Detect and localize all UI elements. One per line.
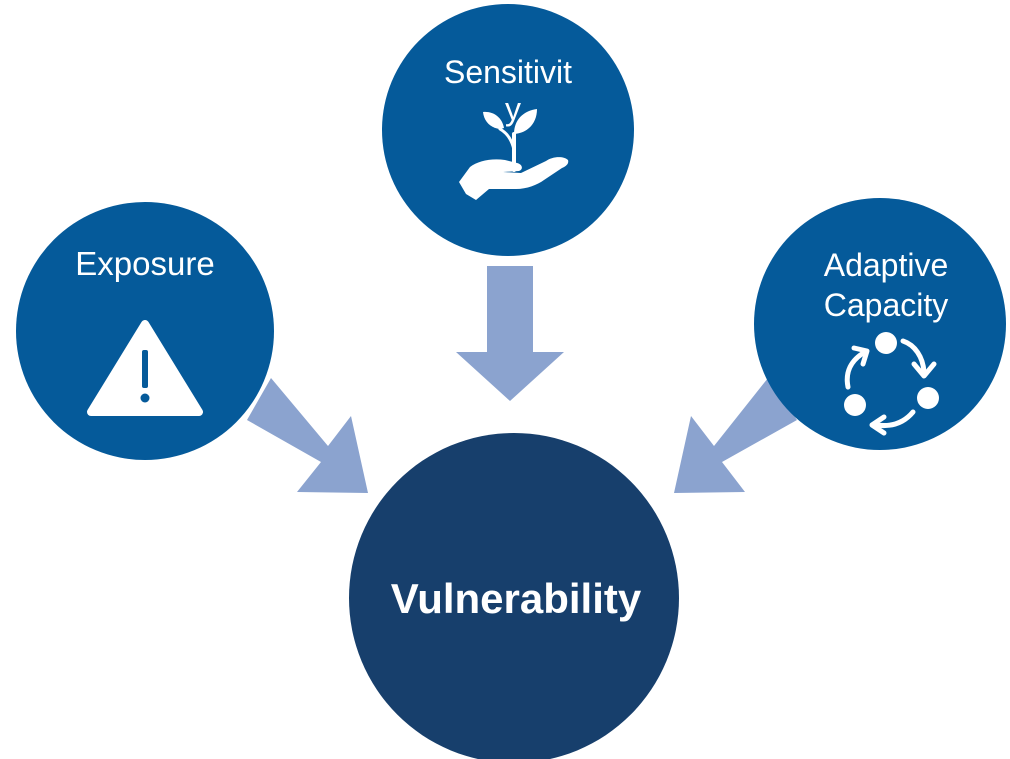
cycle-icon [844, 332, 939, 436]
adaptive-capacity-label-line2: Capacity [824, 287, 949, 323]
arrow-adaptive-to-vulnerability [674, 378, 797, 493]
vulnerability-circle [349, 433, 679, 759]
sensitivity-label-line1: Sensitivit [444, 54, 572, 90]
exposure-label: Exposure [75, 245, 214, 282]
arrow-exposure-to-vulnerability [247, 378, 368, 493]
adaptive-capacity-label-line1: Adaptive [824, 247, 949, 283]
plant-in-hand-icon [459, 109, 569, 200]
sensitivity-label-line2: y [505, 91, 521, 127]
arrow-sensitivity-to-vulnerability [456, 266, 564, 401]
vulnerability-label: Vulnerability [391, 575, 642, 622]
sensitivity-circle [382, 4, 634, 256]
warning-triangle-icon [87, 320, 203, 416]
adaptive-capacity-circle [754, 198, 1006, 450]
